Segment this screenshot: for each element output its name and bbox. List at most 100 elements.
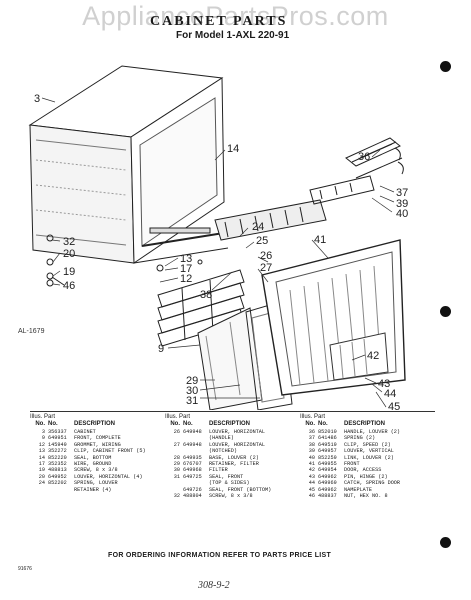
page-id: 91676: [18, 566, 32, 572]
callout-45: 45: [388, 401, 400, 410]
callout-9: 9: [158, 343, 164, 355]
description: LINK, LOUVER (2): [344, 454, 394, 461]
table-row: (TOP & SIDES): [165, 480, 304, 486]
part-no: 852220: [48, 454, 67, 461]
description: LOUVER, VERTICAL: [344, 448, 394, 455]
front-grille-drawing: [261, 239, 406, 396]
illus-no: 17: [38, 461, 45, 468]
vertical-louver-drawing: [214, 175, 375, 241]
part-no: 649954: [318, 467, 337, 474]
callout-40: 40: [396, 208, 408, 220]
description: CABINET: [74, 429, 96, 435]
illus-no: 38: [308, 441, 315, 448]
part-no: 488813: [48, 467, 67, 474]
binder-hole-top: [440, 61, 451, 72]
callout-30: 30: [186, 385, 198, 397]
illus-no: 20: [38, 473, 45, 480]
illus-no: 3: [41, 429, 45, 435]
illus-no: 46: [308, 493, 315, 500]
description: CLIP, SPEED (2): [344, 441, 391, 448]
illus-no: 9: [41, 435, 45, 442]
part-no: 649957: [318, 448, 337, 455]
part-no: 356337: [48, 429, 67, 435]
callout-20: 20: [63, 248, 75, 260]
callout-38: 38: [200, 289, 212, 301]
part-no: 649725: [183, 473, 202, 480]
description: NUT, HEX NO. 8: [344, 493, 388, 500]
illus-no: 30: [173, 467, 180, 474]
illus-no: 19: [38, 467, 45, 474]
description: RETAINER, FILTER: [209, 461, 259, 468]
part-no: 649962: [318, 486, 337, 493]
description: SEAL, BOTTOM: [74, 454, 112, 461]
binder-hole-bottom: [440, 537, 451, 548]
description: HANDLE, LOUVER (2): [344, 429, 401, 435]
description: SPRING, LOUVER: [74, 480, 118, 487]
figure-id: AL-1679: [18, 328, 45, 335]
louver-handle-drawing: [345, 137, 404, 179]
callout-44: 44: [384, 388, 396, 400]
description: (HANDLE): [209, 435, 234, 442]
description: PIN, HINGE (2): [344, 473, 388, 480]
illus-no: 36: [308, 429, 315, 435]
callout-32: 32: [63, 236, 75, 248]
binder-hole-middle: [440, 306, 451, 317]
description: FILTER: [209, 467, 228, 474]
part-no: 488837: [318, 493, 337, 500]
description: (TOP & SIDES): [209, 480, 250, 487]
illus-no: [30, 487, 48, 493]
illus-no: 27: [173, 441, 180, 448]
callout-13: 13: [180, 253, 192, 265]
description: LOUVER, HORIZONTAL: [209, 429, 266, 435]
table-row: RETAINER (4): [30, 487, 169, 493]
illus-no: 26: [173, 429, 180, 435]
callout-43: 43: [378, 378, 390, 390]
callout-12: 12: [180, 273, 192, 285]
page-title: CABINET PARTS: [150, 14, 288, 29]
part-no: 676707: [183, 461, 202, 468]
description: GROMMET, WIRING: [74, 441, 121, 448]
part-no: 641486: [318, 435, 337, 442]
cabinet-drawing: [28, 65, 231, 264]
description: SEAL, FRONT (BOTTOM): [209, 486, 272, 493]
callout-24: 24: [252, 221, 264, 233]
illus-no: 32: [173, 493, 180, 500]
part-no: 649968: [183, 467, 202, 474]
part-no: 488804: [183, 493, 202, 500]
part-no: [48, 487, 74, 493]
description: CLIP, CABINET FRONT (5): [74, 448, 146, 455]
illus-no: 39: [308, 448, 315, 455]
callout-39: 39: [396, 198, 408, 210]
part-no: 852202: [48, 480, 67, 487]
part-no: 649962: [318, 473, 337, 480]
illus-no: 14: [38, 454, 45, 461]
illus-no: 43: [308, 473, 315, 480]
callout-25: 25: [256, 235, 268, 247]
description: (NOTCHED): [209, 448, 238, 455]
illus-no: 37: [308, 435, 315, 442]
illus-no: 42: [308, 467, 315, 474]
callout-19: 19: [63, 266, 75, 278]
callout-42: 42: [367, 350, 379, 362]
part-no: 649951: [48, 435, 67, 442]
description: SCREW, 8 x 3/8: [209, 493, 253, 500]
part-no: 649935: [183, 454, 202, 461]
description: NAMEPLATE: [344, 486, 373, 493]
